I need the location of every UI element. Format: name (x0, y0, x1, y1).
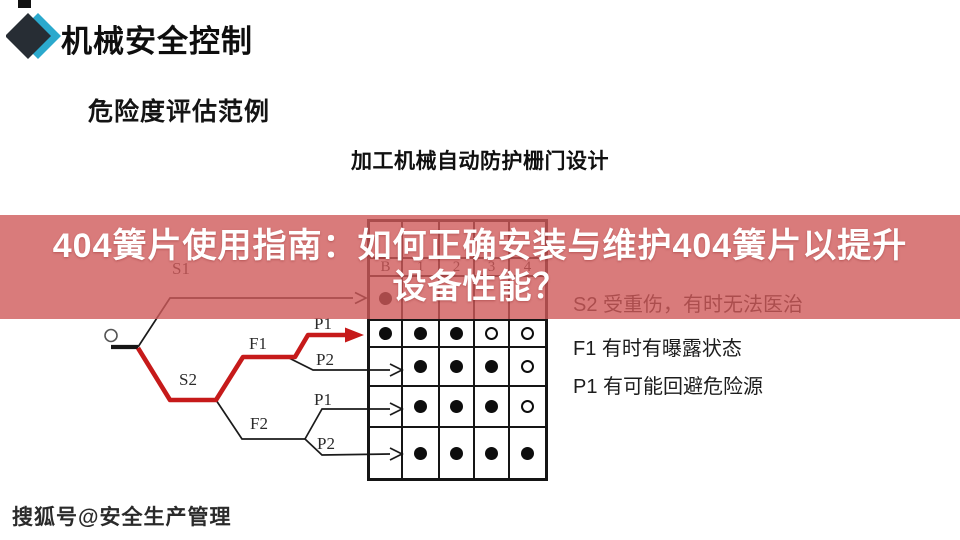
matrix-cell (403, 387, 440, 428)
open-dot (521, 327, 534, 340)
matrix-cell (440, 321, 475, 348)
label-p2-top: P2 (316, 350, 334, 369)
filled-dot (414, 446, 427, 460)
legend-item-f1: F1 有时有曝露状态 (573, 338, 742, 360)
page-title: 机械安全控制 (61, 24, 253, 59)
diagram-title: 加工机械自动防护栅门设计 (351, 150, 609, 173)
matrix-cell (510, 277, 545, 321)
highlighted-path-arrowhead (345, 327, 364, 343)
matrix-cell (475, 428, 510, 478)
company-logo-icon (5, 12, 62, 65)
open-dot (521, 400, 534, 413)
open-dot (521, 360, 534, 373)
filled-dot (414, 327, 427, 340)
highlighted-path-line (136, 332, 346, 403)
legend-item-p1: P1 有可能回避危险源 (573, 376, 764, 398)
matrix-cell (510, 348, 545, 387)
matrix-cell (440, 428, 475, 478)
matrix-cell (370, 321, 403, 348)
matrix-cell (403, 348, 440, 387)
matrix-cell (403, 321, 440, 348)
matrix-cell (370, 387, 403, 428)
open-dot (485, 327, 498, 340)
matrix-cell (475, 348, 510, 387)
filled-dot (485, 446, 498, 460)
matrix-cell (403, 428, 440, 478)
label-s2: S2 (179, 370, 197, 389)
filled-dot (450, 360, 463, 373)
overlay-banner: 404簧片使用指南：如何正确安装与维护404簧片以提升 设备性能？ (0, 215, 960, 319)
matrix-cell (510, 321, 545, 348)
f2-branch-line (215, 399, 305, 440)
filled-dot (414, 400, 427, 413)
banner-text-line1: 404簧片使用指南：如何正确安装与维护404簧片以提升 (52, 227, 908, 265)
filled-dot (450, 400, 463, 413)
filled-dot (450, 446, 463, 460)
banner-text-line2: 设备性能？ (392, 268, 568, 306)
label-p2-bottom: P2 (317, 434, 335, 453)
matrix-cell (440, 348, 475, 387)
matrix-cell (370, 428, 403, 478)
filled-dot (379, 327, 392, 340)
watermark: 搜狐号@安全生产管理 (12, 506, 232, 529)
filled-dot (485, 360, 498, 373)
filled-dot (450, 327, 463, 340)
label-f2: F2 (250, 414, 268, 433)
matrix-cell (510, 387, 545, 428)
slide-subtitle: 危险度评估范例 (88, 98, 271, 126)
filled-dot (485, 400, 498, 413)
diamond-logo-icon (5, 13, 61, 59)
matrix-cell (510, 428, 545, 478)
start-node-circle (104, 328, 118, 343)
corner-decoration (18, 0, 31, 8)
p2-top-line (286, 356, 390, 371)
filled-dot (521, 446, 534, 460)
filled-dot (414, 360, 427, 373)
matrix-cell (475, 321, 510, 348)
matrix-cell (370, 348, 403, 387)
matrix-cell (475, 387, 510, 428)
matrix-cell (440, 387, 475, 428)
label-f1: F1 (249, 334, 267, 353)
label-p1-bottom: P1 (314, 390, 332, 409)
